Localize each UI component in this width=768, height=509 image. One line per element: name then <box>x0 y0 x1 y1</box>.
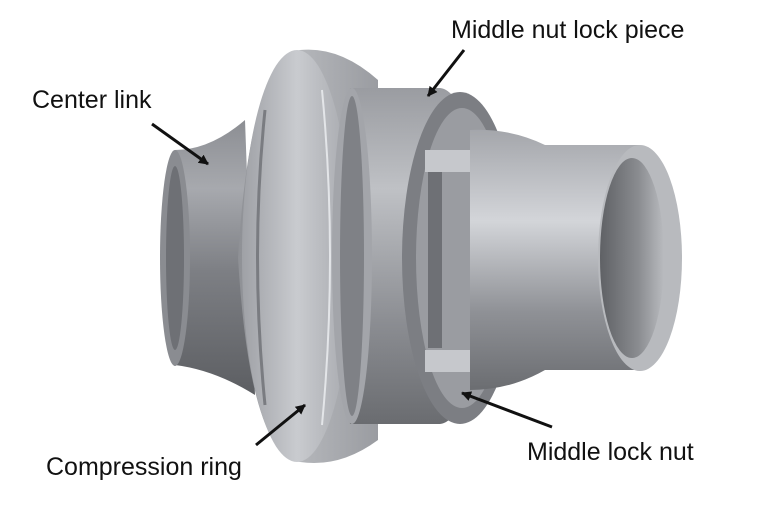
label-compression-ring: Compression ring <box>46 453 242 481</box>
arrow-middle-lock-nut <box>461 391 553 429</box>
center-link-part <box>160 120 255 395</box>
tube-part <box>470 129 682 390</box>
label-middle-nut-lock-piece: Middle nut lock piece <box>451 16 685 44</box>
arrow-center-link <box>151 122 209 166</box>
arrow-compression-ring <box>255 403 306 447</box>
arrow-middle-nut-lock-piece <box>426 49 466 97</box>
label-center-link: Center link <box>32 86 152 114</box>
label-middle-lock-nut: Middle lock nut <box>527 438 694 466</box>
